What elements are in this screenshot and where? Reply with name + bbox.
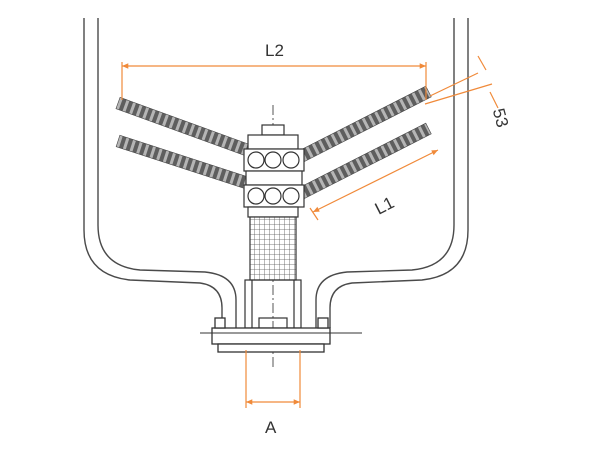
base-flange <box>200 317 362 353</box>
central-hub <box>243 124 305 218</box>
label-a: A <box>265 418 277 437</box>
label-l1: L1 <box>372 193 397 219</box>
label-angle: 53 <box>489 106 512 129</box>
screw-arm-upper-right <box>298 85 432 162</box>
dimension-a <box>245 350 301 408</box>
label-l2: L2 <box>265 41 284 60</box>
column-body <box>249 216 297 281</box>
vessel-wall <box>83 18 469 328</box>
dimension-l2 <box>121 62 427 100</box>
screw-arm-lower-right <box>298 122 432 199</box>
dimension-l1 <box>309 149 439 221</box>
dimension-53 <box>424 55 499 109</box>
